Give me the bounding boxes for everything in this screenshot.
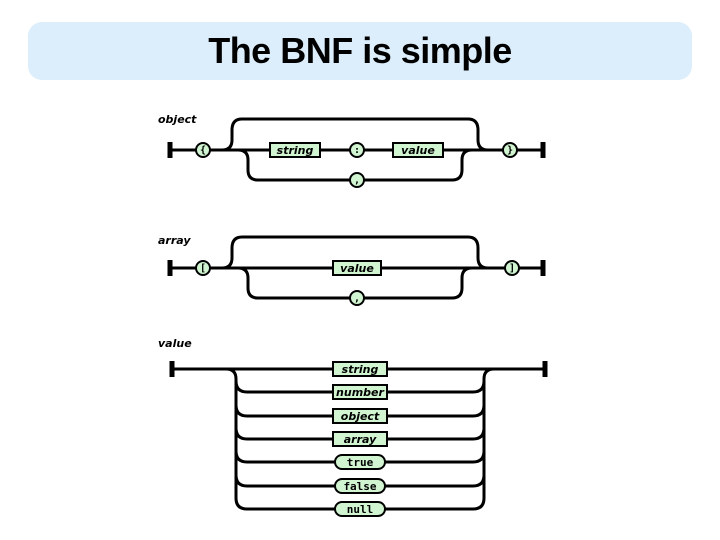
object-value-nonterminal: value [392,142,444,158]
value-branch-array: array [332,431,388,447]
title-banner: The BNF is simple [28,22,692,80]
value-branch-false: false [334,478,386,494]
value-branch-string: string [332,361,388,377]
object-comma-terminal: , [349,172,365,188]
diagram-label-value: value [158,337,192,350]
value-branch-null: null [334,501,386,517]
object-string-nonterminal: string [269,142,321,158]
value-branch-number: number [332,384,388,400]
diagram-label-object: object [158,113,197,126]
value-branch-true: true [334,454,386,470]
array-skip-line [221,235,489,270]
close-bracket-terminal: ] [504,260,520,276]
array-value-nonterminal: value [332,260,382,276]
diagram-label-array: array [158,234,191,247]
value-branch-object: object [332,408,388,424]
object-skip-line [221,117,489,152]
array-comma-terminal: , [349,290,365,306]
slide-title: The BNF is simple [208,30,512,71]
colon-terminal: : [349,142,365,158]
close-brace-terminal: } [502,142,518,158]
open-brace-terminal: { [195,142,211,158]
open-bracket-terminal: [ [195,260,211,276]
